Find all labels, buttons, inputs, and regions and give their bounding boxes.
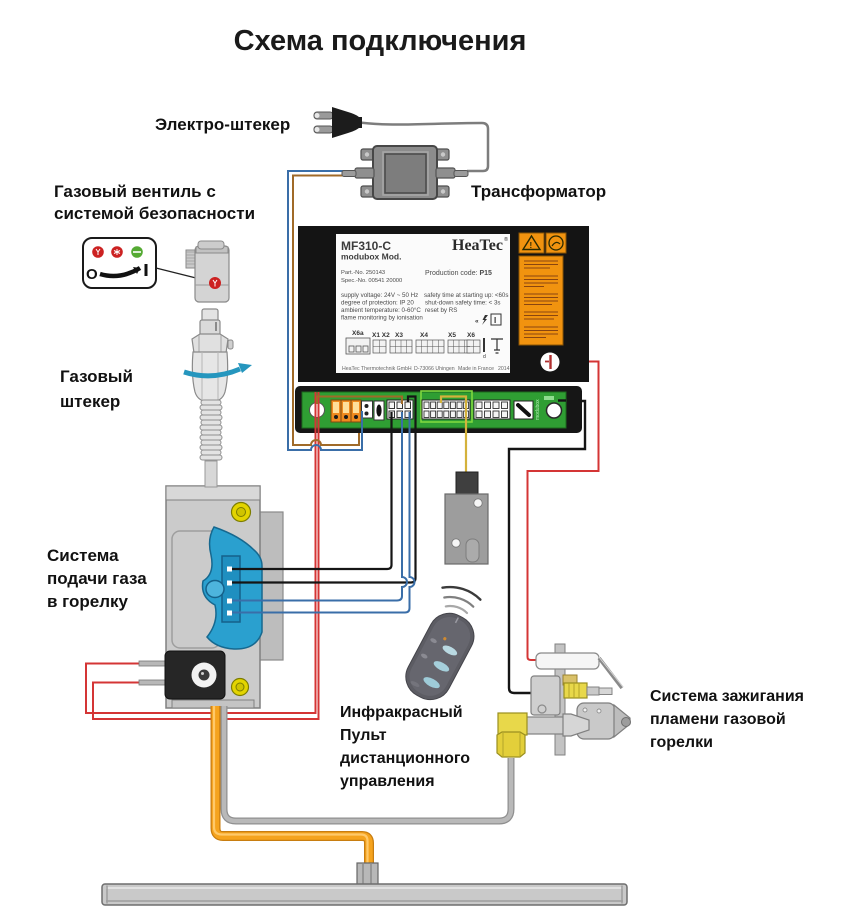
svg-text:X3: X3	[395, 332, 403, 339]
svg-text:shut-down safety time: < 3s: shut-down safety time: < 3s	[425, 300, 501, 307]
svg-text:Система: Система	[47, 546, 119, 565]
svg-text:supply voltage: 24V ~ 50 Hz: supply voltage: 24V ~ 50 Hz	[341, 292, 418, 299]
svg-text:Пульт: Пульт	[340, 727, 387, 744]
svg-text:Made in France: Made in France	[458, 366, 494, 372]
svg-text:O: O	[86, 266, 98, 283]
svg-text:Система зажигания: Система зажигания	[650, 688, 804, 705]
svg-text:Spec.-No. 00541 20000: Spec.-No. 00541 20000	[341, 278, 402, 284]
svg-text:HeaTec Thermotechnik GmbH: HeaTec Thermotechnik GmbH	[342, 366, 412, 372]
svg-text:X4: X4	[420, 332, 428, 339]
svg-text:MF310-C: MF310-C	[341, 239, 391, 253]
svg-text:ambient temperature: 0-60°C: ambient temperature: 0-60°C	[341, 307, 421, 314]
svg-text:горелки: горелки	[650, 734, 713, 751]
svg-text:flame monitoring by ionisation: flame monitoring by ionisation	[341, 315, 423, 322]
svg-text:®: ®	[504, 236, 508, 243]
svg-text:X6a: X6a	[352, 330, 364, 337]
svg-text:Part.-No. 250143: Part.-No. 250143	[341, 270, 385, 276]
svg-text:degree of protection: IP 20: degree of protection: IP 20	[341, 300, 414, 307]
svg-text:Схема подключения: Схема подключения	[234, 25, 527, 57]
svg-text:reset by RS: reset by RS	[425, 307, 457, 314]
svg-text:в горелку: в горелку	[47, 592, 129, 611]
svg-text:X6: X6	[467, 332, 475, 339]
svg-text:Газовый вентиль с: Газовый вентиль с	[54, 182, 216, 201]
svg-text:!: !	[530, 241, 533, 250]
svg-text:«: «	[475, 318, 479, 325]
svg-text:X1 X2: X1 X2	[372, 332, 390, 339]
svg-text:modubox Mod.: modubox Mod.	[341, 252, 401, 262]
svg-text:2014: 2014	[498, 366, 510, 372]
svg-text:дистанционного: дистанционного	[340, 750, 470, 767]
svg-text:штекер: штекер	[60, 392, 120, 411]
svg-text:Production code: P15: Production code: P15	[425, 270, 492, 277]
svg-text:подачи газа: подачи газа	[47, 569, 147, 588]
svg-text:X5: X5	[448, 332, 456, 339]
svg-text:пламени газовой: пламени газовой	[650, 711, 786, 728]
svg-text:управления: управления	[340, 773, 435, 790]
svg-text:Газовый: Газовый	[60, 367, 133, 386]
svg-text:Трансформатор: Трансформатор	[471, 182, 606, 201]
svg-text:safety time at starting up: <6: safety time at starting up: <60s	[424, 292, 508, 299]
svg-text:Электро-штекер: Электро-штекер	[155, 115, 290, 134]
svg-text:системой безопасности: системой безопасности	[54, 204, 255, 223]
svg-text:D-73066 Uhingen: D-73066 Uhingen	[414, 366, 455, 372]
svg-text:Инфракрасный: Инфракрасный	[340, 704, 463, 721]
svg-text:HeaTec: HeaTec	[452, 237, 503, 254]
svg-text:d: d	[483, 354, 486, 360]
svg-text:I: I	[494, 316, 496, 325]
svg-text:modubox: modubox	[535, 399, 541, 420]
